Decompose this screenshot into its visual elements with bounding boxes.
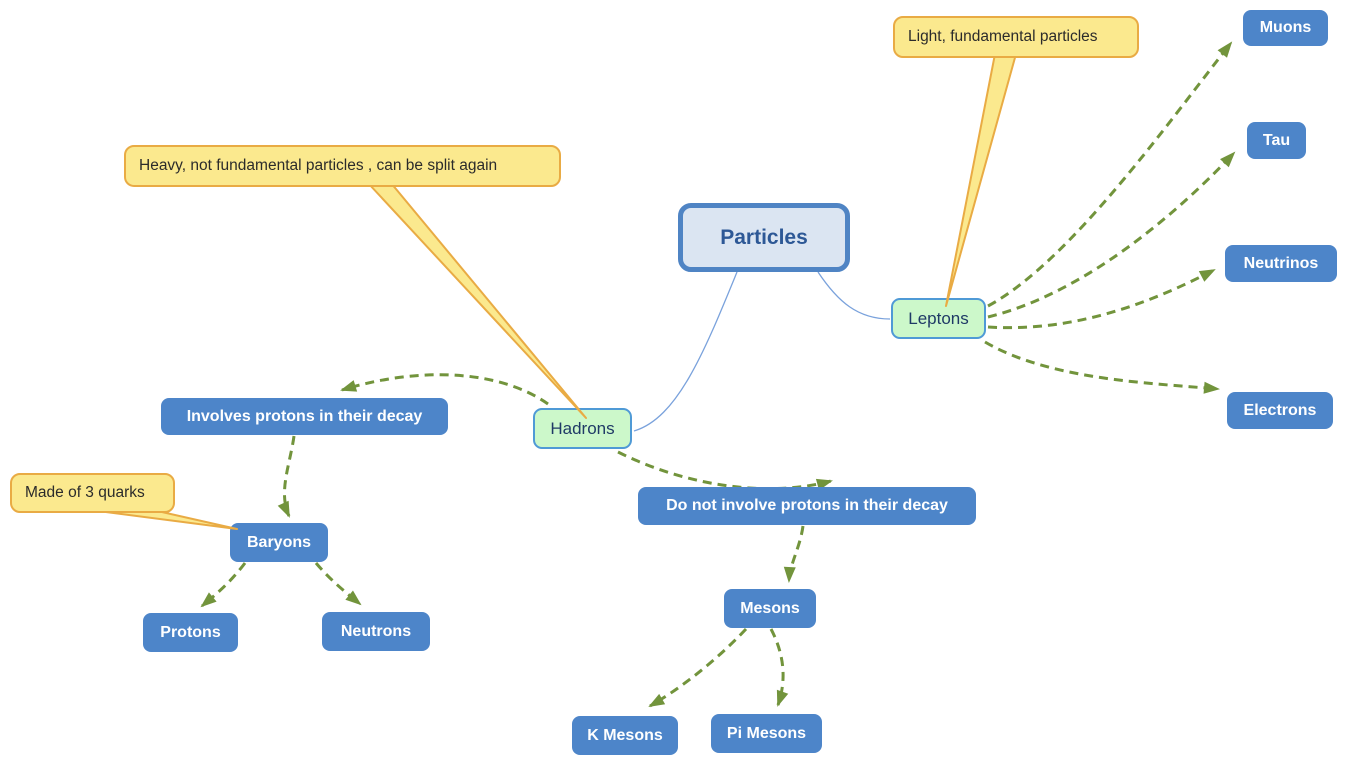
node-muons[interactable]: Muons	[1243, 10, 1328, 46]
callout-light-fundamental[interactable]: Light, fundamental particles	[893, 16, 1139, 58]
callout-tail-light	[945, 53, 1017, 307]
node-electrons[interactable]: Electrons	[1227, 392, 1333, 429]
edge-baryons-protons	[200, 562, 247, 608]
callout-tail-heavy	[367, 182, 587, 419]
edge-baryons-neutrons	[314, 562, 362, 606]
edge-donot-mesons	[783, 525, 805, 583]
node-pi-mesons[interactable]: Pi Mesons	[711, 714, 822, 753]
callout-heavy-not-fundamental[interactable]: Heavy, not fundamental particles , can b…	[124, 145, 561, 187]
edge-mesons-kmesons	[648, 627, 748, 708]
node-tau[interactable]: Tau	[1247, 122, 1306, 159]
edge-hadrons-donot	[617, 450, 833, 491]
node-particles[interactable]: Particles	[678, 203, 850, 272]
node-leptons[interactable]: Leptons	[891, 298, 986, 339]
edge-particles-leptons	[817, 271, 891, 320]
node-mesons[interactable]: Mesons	[724, 589, 816, 628]
node-k-mesons[interactable]: K Mesons	[572, 716, 678, 755]
callout-made-of-quarks[interactable]: Made of 3 quarks	[10, 473, 175, 513]
edge-mesons-pimesons	[769, 628, 789, 707]
edge-involves-baryons	[277, 435, 296, 518]
node-involves-protons[interactable]: Involves protons in their decay	[161, 398, 448, 435]
edge-leptons-electrons	[984, 340, 1220, 394]
edge-leptons-muons	[987, 41, 1233, 308]
node-hadrons[interactable]: Hadrons	[533, 408, 632, 449]
node-protons[interactable]: Protons	[143, 613, 238, 652]
edge-leptons-tau	[987, 151, 1236, 319]
node-neutrons[interactable]: Neutrons	[322, 612, 430, 651]
node-neutrinos[interactable]: Neutrinos	[1225, 245, 1337, 282]
edge-particles-hadrons	[633, 271, 738, 432]
node-do-not-involve-protons[interactable]: Do not involve protons in their decay	[638, 487, 976, 525]
edge-leptons-neutrinos	[987, 268, 1216, 330]
node-baryons[interactable]: Baryons	[230, 523, 328, 562]
